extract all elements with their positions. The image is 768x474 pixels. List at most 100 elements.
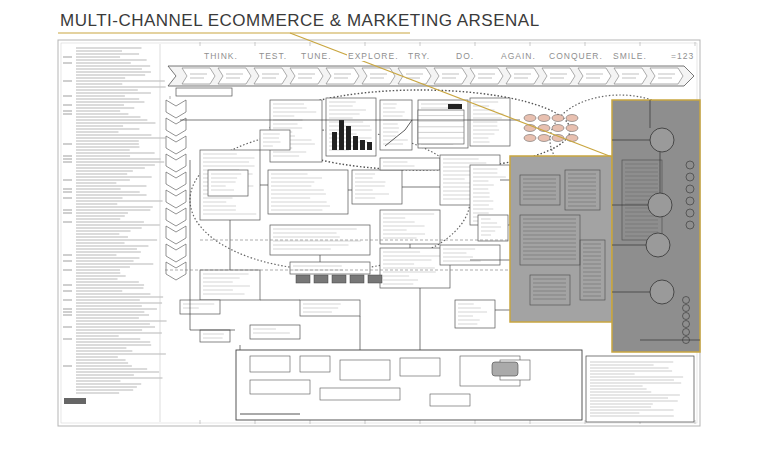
text-line — [76, 54, 139, 55]
text-line — [76, 387, 137, 388]
step-text-line — [550, 74, 567, 75]
network-node — [538, 115, 550, 122]
panel-text-line — [625, 176, 658, 177]
chevron-step — [362, 68, 395, 84]
text-line — [63, 261, 72, 262]
text-line — [76, 225, 160, 226]
text-line — [63, 270, 72, 271]
box-text-line — [383, 264, 414, 265]
text-line — [76, 234, 119, 235]
dashed-wire — [170, 96, 171, 100]
grid-tick — [310, 420, 311, 424]
panel-text-line — [583, 272, 601, 273]
text-line — [76, 144, 139, 145]
text-line — [76, 366, 132, 367]
chart-bar — [353, 136, 358, 150]
text-line — [76, 189, 121, 190]
network-node — [524, 135, 536, 142]
text-line — [76, 342, 150, 343]
box-text-line — [273, 245, 349, 246]
architecture-box — [236, 350, 582, 420]
panel-text-line — [568, 174, 596, 175]
grid-tick — [365, 42, 366, 46]
network-node — [552, 125, 564, 132]
text-line — [76, 126, 123, 127]
box-text-line — [203, 334, 224, 335]
box-text-line — [473, 118, 502, 119]
panel-text-line — [533, 295, 566, 296]
box-text-line — [383, 140, 408, 141]
box-text-line — [273, 233, 337, 234]
box-text-line — [383, 226, 425, 227]
box-text-line — [271, 186, 311, 187]
box-text-line — [271, 198, 310, 199]
box-text-line — [473, 193, 490, 194]
box-text-line — [383, 132, 398, 133]
text-line — [76, 156, 130, 157]
band-word: TUNE. — [300, 51, 333, 61]
text-line — [76, 354, 166, 355]
grid-tick — [695, 420, 696, 424]
grid-tick — [255, 420, 256, 424]
box-text-line — [458, 312, 487, 313]
grid-tick — [420, 42, 421, 46]
text-line — [76, 300, 140, 301]
band-caption-box — [176, 88, 232, 96]
panel-text-line — [625, 228, 658, 229]
box-text-line — [271, 202, 327, 203]
box-text-line — [383, 230, 407, 231]
port-circle — [683, 321, 690, 328]
chevron-step — [650, 68, 683, 84]
band-word: AGAIN. — [500, 51, 537, 61]
box-text-line — [473, 169, 497, 170]
step-text-line — [262, 74, 279, 75]
text-line — [76, 219, 120, 220]
panel-text-line — [583, 268, 601, 269]
text-line — [76, 69, 142, 70]
band-word: CONQUER. — [548, 51, 604, 61]
text-line — [76, 171, 133, 172]
panel-text-line — [568, 182, 596, 183]
box-text-line — [443, 163, 486, 164]
text-line — [76, 66, 150, 67]
process-band — [168, 66, 694, 86]
wire — [420, 288, 421, 355]
box-text-line — [355, 174, 375, 175]
step-text-line — [478, 78, 492, 79]
box-text-line — [303, 312, 332, 313]
poster-inner-frame — [61, 43, 697, 423]
legend-text-line — [590, 377, 683, 378]
step-text-line — [190, 78, 204, 79]
text-line — [76, 252, 141, 253]
box-text-line — [383, 268, 435, 269]
box-text-line — [273, 156, 299, 157]
dashed-wire — [200, 240, 510, 241]
text-line — [76, 147, 139, 148]
band-word: =123 — [670, 51, 695, 61]
text-line — [76, 81, 165, 82]
vertical-chevron — [166, 118, 186, 136]
diagram-box — [200, 270, 260, 300]
box-text-line — [203, 286, 250, 287]
port-circle — [686, 221, 694, 229]
text-line — [63, 57, 72, 58]
box-text-line — [203, 338, 223, 339]
text-line — [76, 216, 125, 217]
box-text-line — [355, 198, 375, 199]
box-text-line — [263, 134, 280, 135]
text-line — [63, 192, 72, 193]
architecture-part — [340, 360, 390, 380]
database-cylinder — [492, 362, 518, 376]
panel-text-line — [583, 292, 601, 293]
text-line — [76, 393, 119, 394]
step-text-line — [298, 78, 312, 79]
text-line — [63, 222, 72, 223]
text-line — [76, 99, 139, 100]
legend-text-line — [590, 389, 647, 390]
box-text-line — [383, 128, 399, 129]
text-line — [76, 321, 167, 322]
box-text-line — [271, 206, 330, 207]
diagram-box — [300, 300, 360, 316]
box-text-line — [383, 116, 403, 117]
diagram-box — [200, 150, 260, 220]
